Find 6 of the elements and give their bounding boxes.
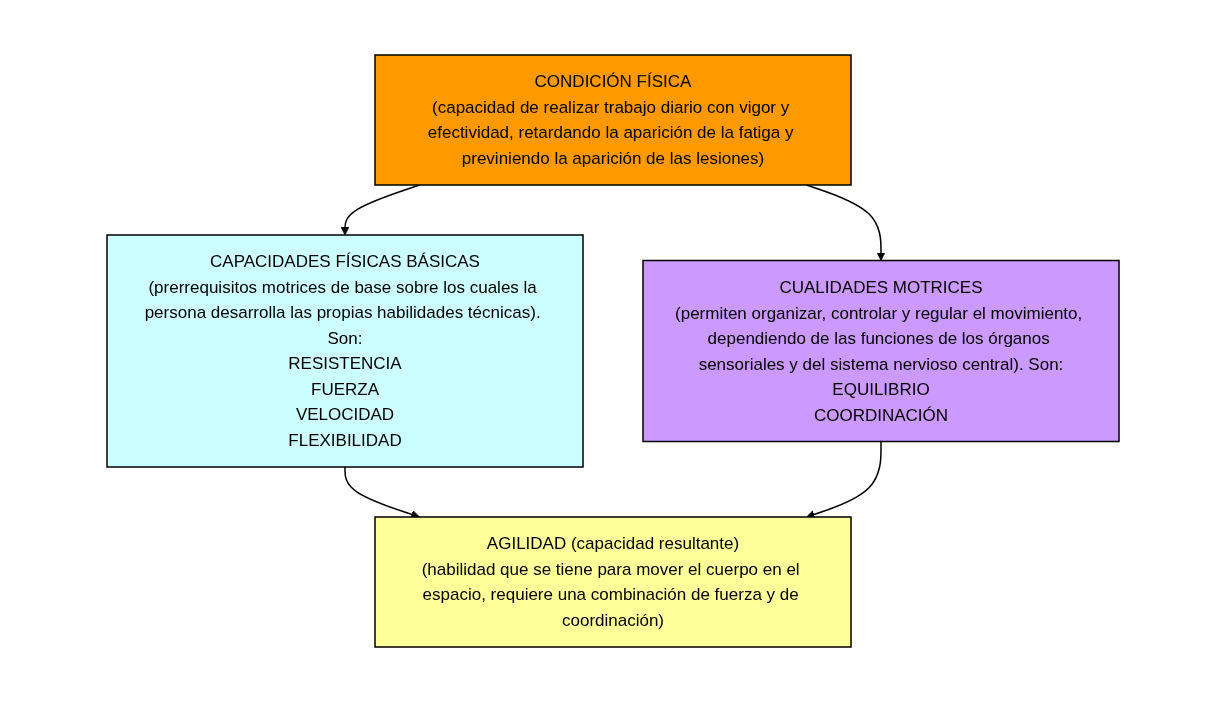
- arrow: [805, 440, 882, 519]
- node-box: CUALIDADES MOTRICES (permiten organizar, controlar y regular el movimiento, dependiendo de las funciones de los órganos sensoriales y del sistema nervioso central). Son: EQUILIBRIO COORDINACIÓN: [641, 259, 1120, 443]
- node-box: CAPACIDADES FÍSICAS BÁSICAS (prerrequisitos motrices de base sobre los cuales la persona desarrolla las propias habilidades técnicas). Son: RESISTENCIA FUERZA VELOCIDAD FLEXIBILIDAD: [105, 234, 584, 468]
- node-box: AGILIDAD (capacidad resultante) (habilidad que se tiene para mover el cuerpo en el espacio, requiere una combinación de fuerza y de coordinación): [373, 516, 852, 648]
- node-box: CONDICIÓN FÍSICA (capacidad de realizar trabajo diario con vigor y efectividad, retardando la aparición de la fatiga y previniendo la aparición de las lesiones): [373, 54, 852, 186]
- arrow: [343, 466, 420, 519]
